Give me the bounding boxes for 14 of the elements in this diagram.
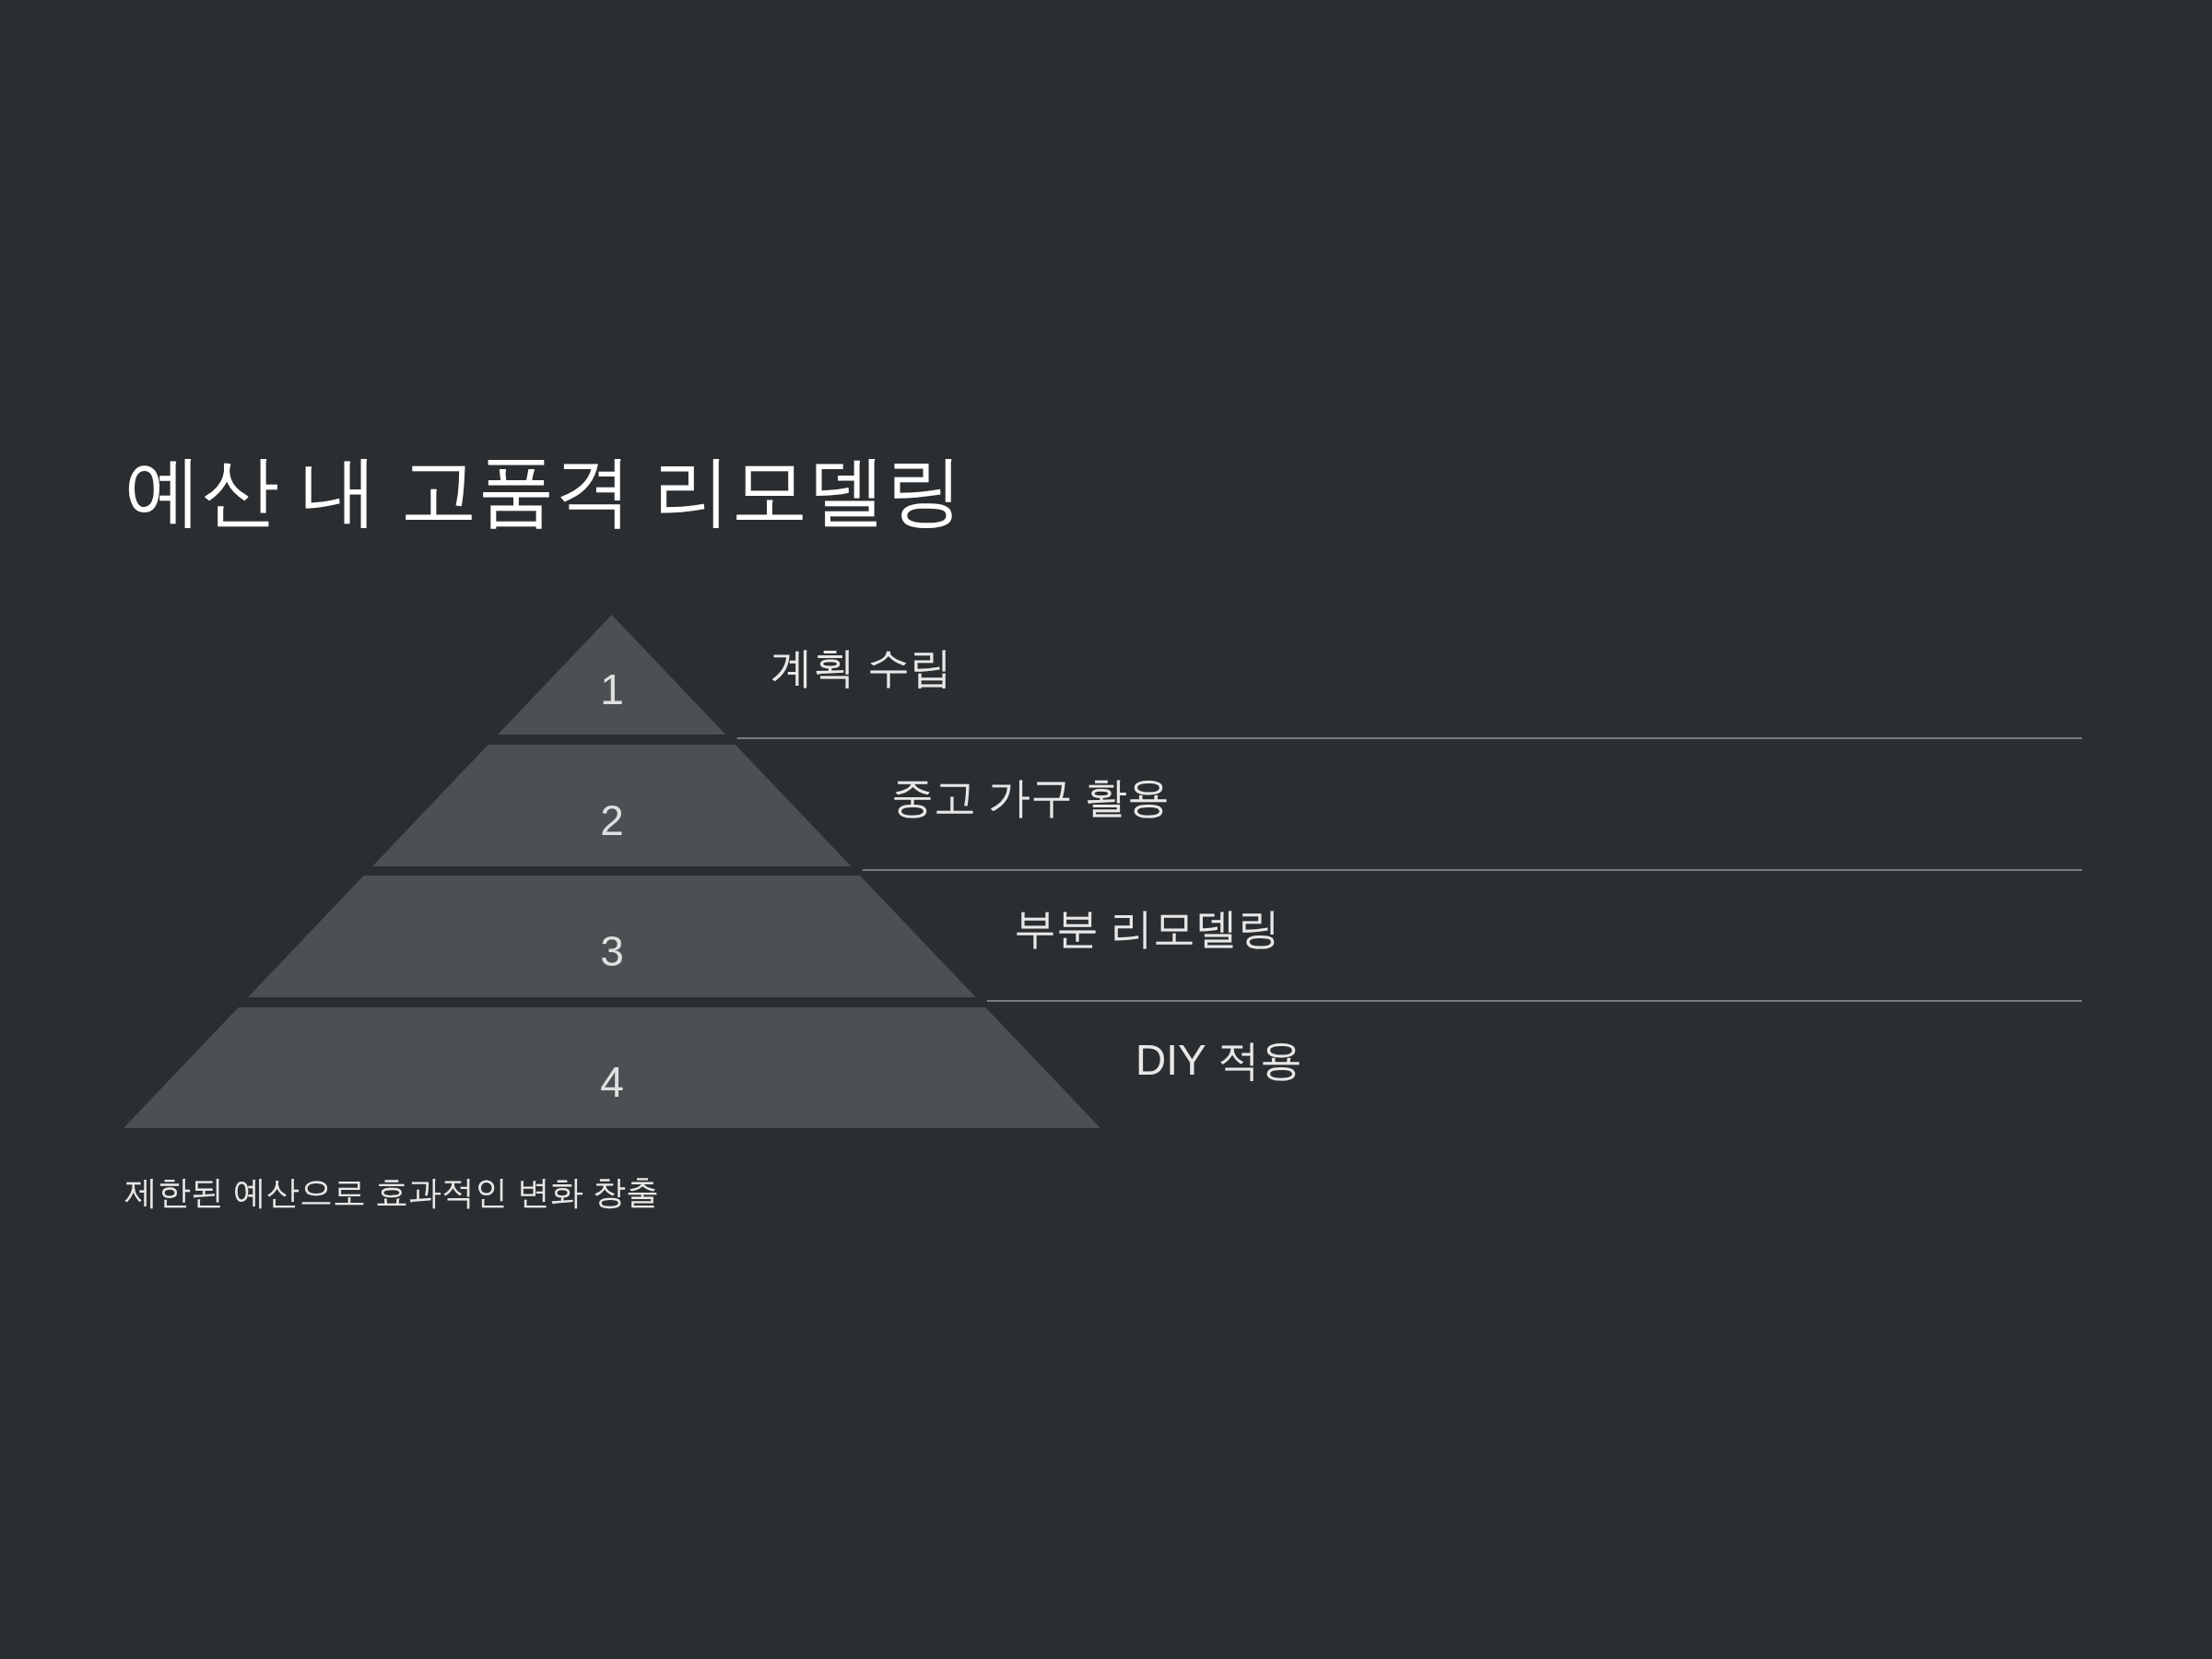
step-label: 계획 수립 — [771, 641, 952, 693]
pyramid-level — [498, 615, 726, 735]
level-number: 4 — [600, 1057, 624, 1108]
pyramid-level — [124, 1007, 1100, 1128]
pyramid-level — [372, 745, 852, 866]
pyramid-level — [248, 876, 976, 997]
step-label: 중고 가구 활용 — [891, 772, 1170, 824]
caption: 제한된 예산으로 효과적인 변화 창출 — [124, 1172, 659, 1213]
level-number: 3 — [600, 925, 624, 976]
level-number: 1 — [600, 664, 624, 714]
step-label: DIY 적용 — [1135, 1034, 1302, 1086]
level-number: 2 — [600, 794, 624, 845]
step-label: 부분 리모델링 — [1014, 903, 1280, 955]
title: 예산 내 고품격 리모델링 — [124, 446, 963, 535]
